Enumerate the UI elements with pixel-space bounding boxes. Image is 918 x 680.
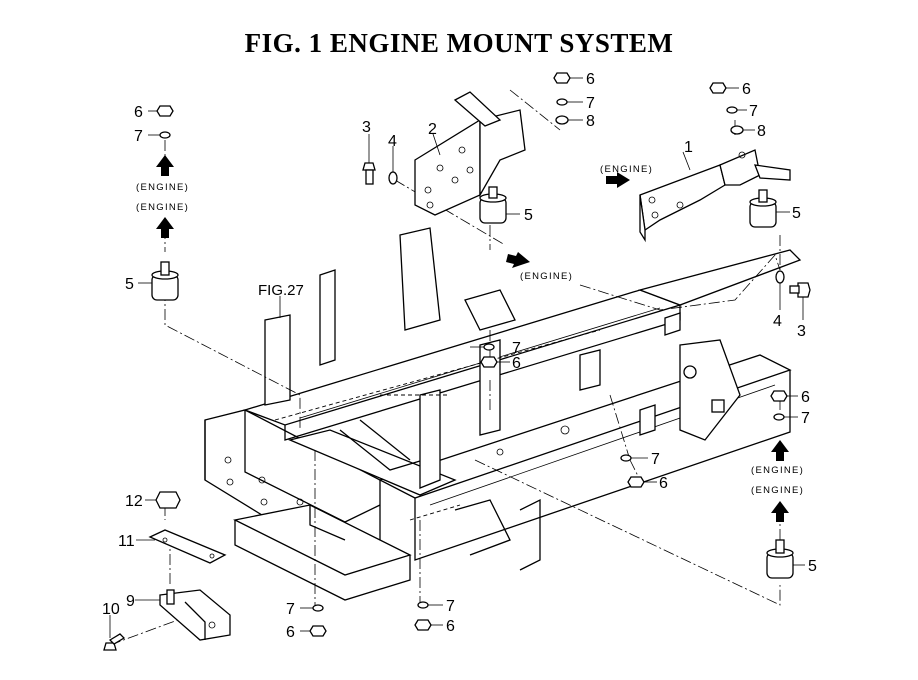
engine-label: (ENGINE) — [751, 465, 804, 476]
up-arrow-icon — [156, 155, 174, 176]
mount-right-upper — [749, 189, 777, 228]
callout-7: 7 — [586, 95, 595, 112]
callout-3: 3 — [797, 323, 806, 340]
main-frame — [204, 227, 802, 601]
callout-6: 6 — [801, 389, 810, 406]
callout-9: 9 — [126, 593, 135, 610]
callout-6: 6 — [742, 81, 751, 98]
leader-lines — [109, 77, 805, 638]
callout-7: 7 — [134, 128, 143, 145]
callout-7: 7 — [801, 410, 810, 427]
upright-4 — [419, 389, 441, 489]
upright-6 — [579, 349, 601, 391]
callout-numbers: 1 2 3 3 4 4 5 5 5 5 6 6 6 6 6 6 6 6 7 7 … — [102, 71, 817, 641]
callout-7: 7 — [286, 601, 295, 618]
callout-6: 6 — [134, 104, 143, 121]
upright-2 — [319, 269, 336, 366]
up-arrow-icon — [156, 217, 174, 238]
callout-6: 6 — [286, 624, 295, 641]
front-bracket — [464, 289, 516, 331]
callout-6: 6 — [586, 71, 595, 88]
up-arrow-icon — [771, 440, 789, 461]
callout-7: 7 — [446, 598, 455, 615]
callout-4: 4 — [773, 313, 782, 330]
callout-4: 4 — [388, 133, 397, 150]
callout-7: 7 — [512, 340, 521, 357]
upright-8 — [664, 312, 681, 336]
callout-5: 5 — [808, 558, 817, 575]
page-title: FIG. 1 ENGINE MOUNT SYSTEM — [244, 28, 674, 58]
callout-2: 2 — [428, 121, 437, 138]
engine-label: (ENGINE) — [136, 202, 189, 213]
engine-arrows — [156, 155, 789, 522]
mount-right-lower — [766, 539, 794, 579]
bracket-2 — [414, 91, 526, 216]
callout-1: 1 — [684, 139, 693, 156]
bracket-1 — [639, 149, 791, 243]
engine-labels: (ENGINE) (ENGINE) (ENGINE) (ENGINE) (ENG… — [136, 164, 804, 496]
callout-7: 7 — [749, 103, 758, 120]
middle-crossmember — [287, 429, 457, 496]
right-arrow-icon — [606, 172, 630, 188]
figure-reference: FIG.27 — [258, 282, 304, 299]
engine-label: (ENGINE) — [520, 271, 573, 282]
callout-3: 3 — [362, 119, 371, 136]
mount-center — [479, 186, 507, 224]
callout-8: 8 — [586, 113, 595, 130]
callout-8: 8 — [757, 123, 766, 140]
callout-5: 5 — [524, 207, 533, 224]
upright-7 — [639, 404, 656, 436]
engine-label: (ENGINE) — [600, 164, 653, 175]
callout-6: 6 — [659, 475, 668, 492]
callout-5: 5 — [125, 276, 134, 293]
callout-12: 12 — [125, 493, 143, 510]
rear-bracket — [679, 339, 741, 441]
engine-label: (ENGINE) — [751, 485, 804, 496]
callout-6: 6 — [446, 618, 455, 635]
callout-5: 5 — [792, 205, 801, 222]
engine-label: (ENGINE) — [136, 182, 189, 193]
callout-10: 10 — [102, 601, 120, 618]
callout-11: 11 — [118, 533, 135, 550]
up-arrow-icon — [771, 501, 789, 522]
lower-skid — [233, 504, 412, 576]
mount-left — [151, 261, 179, 301]
callout-6: 6 — [512, 355, 521, 372]
callout-7: 7 — [651, 451, 660, 468]
down-right-arrow-icon — [506, 252, 530, 268]
lower-bracket-assembly — [103, 491, 231, 651]
upright-3 — [399, 227, 441, 331]
rear-frame — [637, 249, 802, 306]
upright-1 — [264, 314, 291, 406]
